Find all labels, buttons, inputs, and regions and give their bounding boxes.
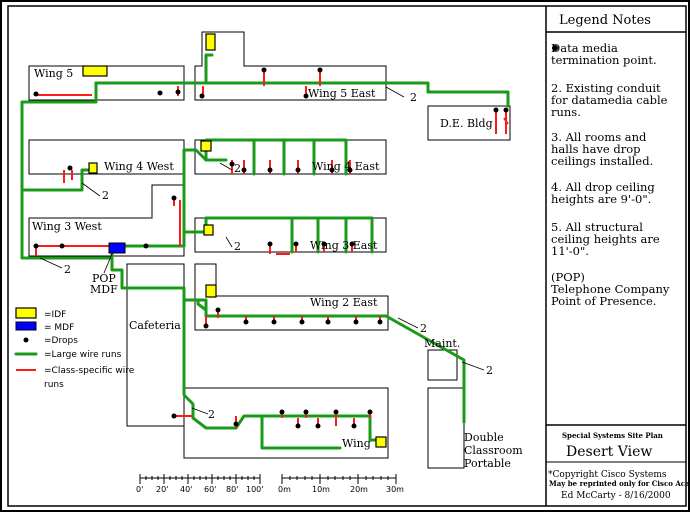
building-portable	[427, 387, 465, 469]
note-line: Point of Presence.	[551, 294, 656, 308]
legend	[14, 307, 38, 371]
room-label-wing3-east: Wing 3 East	[310, 239, 378, 252]
building-wing4-east	[194, 139, 387, 175]
note-line: 3. All rooms and	[551, 130, 647, 144]
room-label-double: Double	[464, 431, 504, 444]
legend-class-label: =Class-specific wire	[44, 366, 135, 376]
scale-m-20: 20m	[350, 485, 368, 494]
conduit-label: 2	[234, 240, 241, 253]
note-line: 11'-0".	[551, 244, 589, 258]
scale-m-0: 0m	[278, 485, 291, 494]
room-label-maint: Maint.	[424, 337, 460, 350]
plan-type: Special Systems Site Plan	[562, 431, 663, 440]
legend-idf-label: =IDF	[44, 310, 66, 320]
conduit-label: 2	[64, 263, 71, 276]
scale-bar-feet	[139, 474, 261, 484]
scale-ft-40: 40'	[180, 485, 192, 494]
mdf-room	[108, 242, 126, 254]
conduit-label: 2	[234, 162, 241, 175]
pop-leader	[103, 253, 113, 274]
room-label-wing3-west: Wing 3 West	[32, 220, 102, 233]
room-label-wing5: Wing 5	[34, 67, 73, 80]
legend-idf-swatch	[15, 307, 37, 319]
note-line: runs.	[551, 105, 581, 119]
legend-notes-header: Legend Notes	[559, 13, 651, 28]
legend-drops-label: =Drops	[44, 336, 78, 346]
idf-wing4-east	[200, 140, 212, 152]
conduit-label: 2	[102, 189, 109, 202]
buildings	[28, 31, 511, 469]
drawing-border	[7, 5, 687, 507]
scale-ft-60: 60'	[204, 485, 216, 494]
author-date: Ed McCarty - 8/16/2000	[561, 491, 671, 501]
note-line: 4. All drop ceiling	[551, 180, 655, 194]
room-label-wing5-east: Wing 5 East	[308, 87, 376, 100]
scale-ft-20: 20'	[156, 485, 168, 494]
note-line: ceiling heights are	[551, 232, 660, 246]
scale-bar-meters	[281, 474, 397, 484]
note-line: halls have drop	[551, 142, 641, 156]
scale-ft-100: 100'	[246, 485, 263, 494]
idf-wing	[375, 436, 387, 448]
reprint-note: May be reprinted only for Cisco Academy	[549, 479, 690, 488]
conduit-markers	[39, 86, 485, 415]
legend-mdf-label: = MDF	[44, 323, 74, 333]
building-wing2-east	[194, 263, 389, 331]
legend-class-label-2: runs	[44, 380, 64, 390]
legend-mdf-swatch	[15, 321, 37, 331]
note-line: (POP)	[551, 270, 585, 284]
room-label-de-bldg: D.E. Bldg	[440, 117, 493, 130]
class-specific-runs	[35, 70, 509, 428]
legend-large-label: =Large wire runs	[44, 350, 122, 360]
building-wing	[183, 387, 389, 459]
legend-drop-swatch	[23, 337, 29, 343]
scale-m-10: 10m	[312, 485, 330, 494]
idf-wing5-east	[205, 33, 216, 51]
site-name: Desert View	[566, 444, 652, 460]
room-label-portable: Portable	[464, 457, 511, 470]
note-line: termination point.	[551, 53, 657, 67]
idf-closets	[82, 33, 387, 448]
conduit-label: 2	[486, 364, 493, 377]
note-line: for datamedia cable	[551, 93, 668, 107]
building-wing4-west	[28, 139, 185, 175]
copyright: *Copyright Cisco Systems	[548, 470, 667, 480]
note-line: 5. All structural	[551, 220, 643, 234]
pop-label: POP	[92, 272, 116, 285]
scale-ft-0: 0'	[136, 485, 143, 494]
note-line: heights are 9'-0".	[551, 192, 651, 206]
idf-wing4-west	[88, 162, 98, 174]
note-line: Data media	[551, 41, 618, 55]
idf-wing3-east	[203, 224, 214, 236]
note-line: Telephone Company	[551, 282, 670, 296]
note-bullet	[552, 45, 558, 51]
scale-m-30: 30m	[386, 485, 404, 494]
drops	[33, 67, 509, 429]
idf-wing5	[82, 65, 108, 77]
room-label-classroom: Classroom	[464, 444, 523, 457]
room-label-wing4-west: Wing 4 West	[104, 160, 174, 173]
conduit-label: 2	[410, 91, 417, 104]
building-cafeteria	[126, 263, 185, 427]
note-line: ceilings installed.	[551, 154, 653, 168]
conduit-label: 2	[420, 322, 427, 335]
conduit-label: 2	[208, 408, 215, 421]
room-label-wing2-east: Wing 2 East	[310, 296, 378, 309]
room-label-cafeteria: Cafeteria	[129, 319, 181, 332]
note-line: 2. Existing conduit	[551, 81, 661, 95]
room-label-wing: Wing	[342, 437, 371, 450]
room-label-wing4-east: Wing 4 East	[312, 160, 380, 173]
scale-ft-80: 80'	[226, 485, 238, 494]
mdf-label: MDF	[90, 283, 118, 296]
idf-wing2-east	[205, 284, 217, 298]
